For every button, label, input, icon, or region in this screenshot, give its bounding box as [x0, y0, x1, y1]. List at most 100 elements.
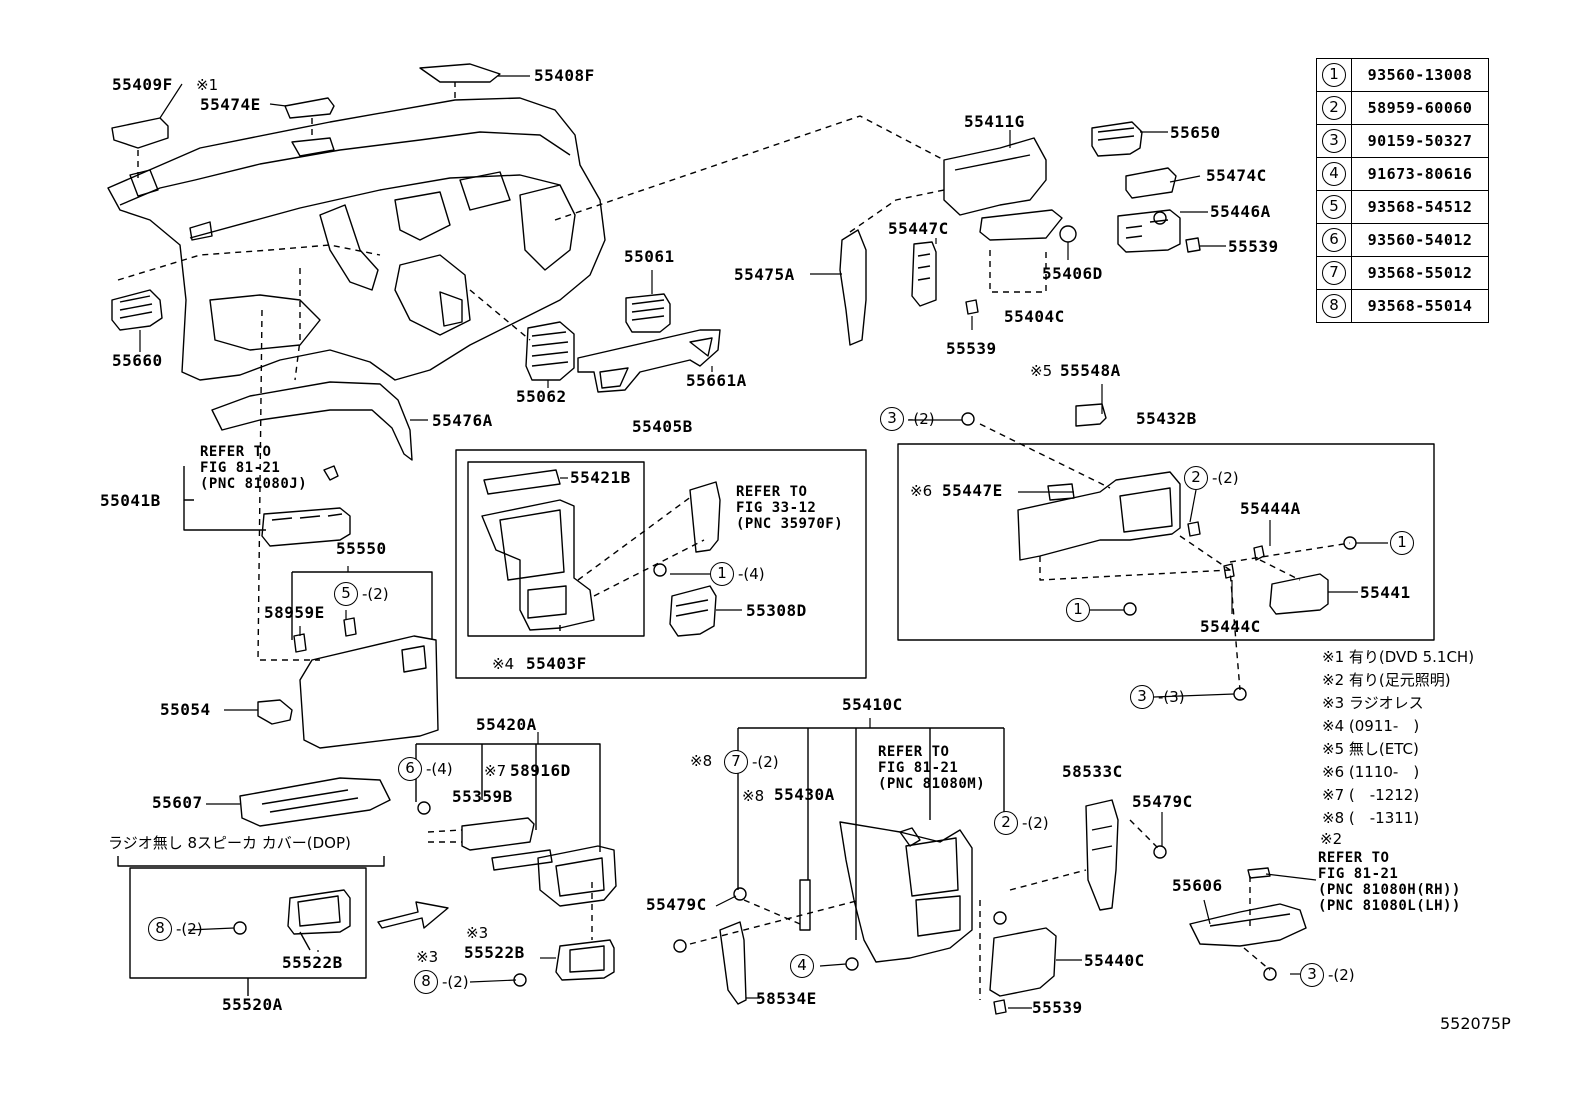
callout-circle[interactable]: 5	[334, 582, 358, 606]
part-label[interactable]: 55661A	[686, 371, 747, 390]
part-shape-55403F	[481, 499, 595, 631]
dop-caption: ラジオ無し 8スピーカ カバー(DOP)	[108, 834, 351, 852]
part-shape-55522B-b	[555, 939, 615, 981]
part-label[interactable]: 55550	[336, 539, 387, 558]
callout-circle[interactable]: 2	[1184, 466, 1208, 490]
part-shape-58534E	[719, 921, 747, 1005]
part-label[interactable]: 55522B	[464, 943, 525, 962]
part-label[interactable]: 55475A	[734, 265, 795, 284]
part-label[interactable]: 55539	[1032, 998, 1083, 1017]
callout-circle[interactable]: 7	[724, 750, 748, 774]
part-shape-55062	[525, 321, 575, 381]
part-shape-55430A	[799, 879, 811, 931]
part-label[interactable]: 55061	[624, 247, 675, 266]
note-marker: ※5	[1030, 362, 1053, 380]
refer-to-note[interactable]: REFER TO FIG 81-21 (PNC 81080J)	[200, 444, 307, 492]
part-shape-55061	[625, 293, 671, 333]
part-label[interactable]: 58534E	[756, 989, 817, 1008]
part-label[interactable]: 55420A	[476, 715, 537, 734]
refer-line: FIG 33-12	[736, 500, 817, 516]
part-shape-55550	[299, 635, 439, 749]
part-shape-55359B	[461, 817, 535, 851]
part-label[interactable]: 55520A	[222, 995, 283, 1014]
callout-quantity: -(2)	[176, 920, 203, 938]
refer-to-note[interactable]: REFER TO FIG 81-21 (PNC 81080H(RH)) (PNC…	[1318, 850, 1461, 914]
part-label[interactable]: 55411G	[964, 112, 1025, 131]
part-label[interactable]: 55650	[1170, 123, 1221, 142]
part-label[interactable]: 55446A	[1210, 202, 1271, 221]
part-shape-55606	[1189, 903, 1307, 947]
part-label[interactable]: 55430A	[774, 785, 835, 804]
callout-circle[interactable]: 3	[1300, 963, 1324, 987]
part-label[interactable]: 55404C	[1004, 307, 1065, 326]
part-label[interactable]: 55410C	[842, 695, 903, 714]
part-label[interactable]: 55405B	[632, 417, 693, 436]
callout-circle[interactable]: 3	[1130, 685, 1154, 709]
part-label[interactable]: 55062	[516, 387, 567, 406]
part-shape-55404C	[979, 209, 1063, 241]
part-label[interactable]: 55308D	[746, 601, 807, 620]
part-label[interactable]: 55041B	[100, 491, 161, 510]
part-label[interactable]: 55479C	[1132, 792, 1193, 811]
part-shape-55446A	[1117, 209, 1181, 253]
part-label[interactable]: 55406D	[1042, 264, 1103, 283]
refer-to-note[interactable]: REFER TO FIG 33-12 (PNC 35970F)	[736, 484, 843, 532]
part-label[interactable]: 55409F	[112, 75, 173, 94]
part-shape-58916D	[537, 845, 617, 907]
part-label[interactable]: 55432B	[1136, 409, 1197, 428]
legend-key: 1	[1322, 63, 1346, 87]
callout-circle[interactable]: 8	[148, 917, 172, 941]
callout-circle[interactable]: 1	[1390, 531, 1414, 555]
part-label[interactable]: 55440C	[1084, 951, 1145, 970]
part-label[interactable]: 55476A	[432, 411, 493, 430]
footnote: ※7 ( -1212)	[1322, 786, 1420, 804]
part-label[interactable]: 55606	[1172, 876, 1223, 895]
part-label[interactable]: 55441	[1360, 583, 1411, 602]
part-label[interactable]: 55548A	[1060, 361, 1121, 380]
part-label[interactable]: 55444A	[1240, 499, 1301, 518]
part-shape-55054	[257, 699, 293, 725]
callout-circle[interactable]: 8	[414, 970, 438, 994]
part-label[interactable]: 55403F	[526, 654, 587, 673]
part-label[interactable]: 55447C	[888, 219, 949, 238]
part-label[interactable]: 58916D	[510, 761, 571, 780]
part-shape-55308D	[669, 585, 717, 637]
part-label[interactable]: 55660	[112, 351, 163, 370]
part-label[interactable]: 55474C	[1206, 166, 1267, 185]
part-label[interactable]: 58533C	[1062, 762, 1123, 781]
part-label[interactable]: 55474E	[200, 95, 261, 114]
callout-quantity: -(2)	[908, 410, 935, 428]
legend-part-number: 58959-60060	[1351, 91, 1489, 125]
part-shape-55660	[111, 289, 163, 331]
part-label[interactable]: 55421B	[570, 468, 631, 487]
legend-part-number: 93568-55014	[1351, 289, 1489, 323]
part-label[interactable]: 55479C	[646, 895, 707, 914]
part-label[interactable]: 55539	[1228, 237, 1279, 256]
callout-circle[interactable]: 4	[790, 954, 814, 978]
refer-line: REFER TO	[736, 484, 808, 500]
part-label[interactable]: 55539	[946, 339, 997, 358]
part-label[interactable]: 55054	[160, 700, 211, 719]
part-label[interactable]: 55408F	[534, 66, 595, 85]
part-label[interactable]: 55447E	[942, 481, 1003, 500]
refer-to-note[interactable]: REFER TO FIG 81-21 (PNC 81080M)	[878, 744, 985, 792]
part-label[interactable]: 55444C	[1200, 617, 1261, 636]
part-label[interactable]: 55359B	[452, 787, 513, 806]
callout-quantity: -(2)	[1328, 966, 1355, 984]
footnote: ※8 ( -1311)	[1322, 809, 1420, 827]
part-shape-55411G	[943, 137, 1047, 216]
callout-circle[interactable]: 1	[1066, 598, 1090, 622]
note-marker: ※4	[492, 655, 515, 673]
callout-quantity: -(2)	[362, 585, 389, 603]
legend-key: 7	[1322, 261, 1346, 285]
callout-circle[interactable]: 6	[398, 757, 422, 781]
part-shape-55476A	[211, 381, 413, 461]
part-label[interactable]: 55607	[152, 793, 203, 812]
callout-circle[interactable]: 1	[710, 562, 734, 586]
callout-circle[interactable]: 2	[994, 811, 1018, 835]
callout-circle[interactable]: 3	[880, 407, 904, 431]
part-label[interactable]: 58959E	[264, 603, 325, 622]
part-label[interactable]: 55522B	[282, 953, 343, 972]
